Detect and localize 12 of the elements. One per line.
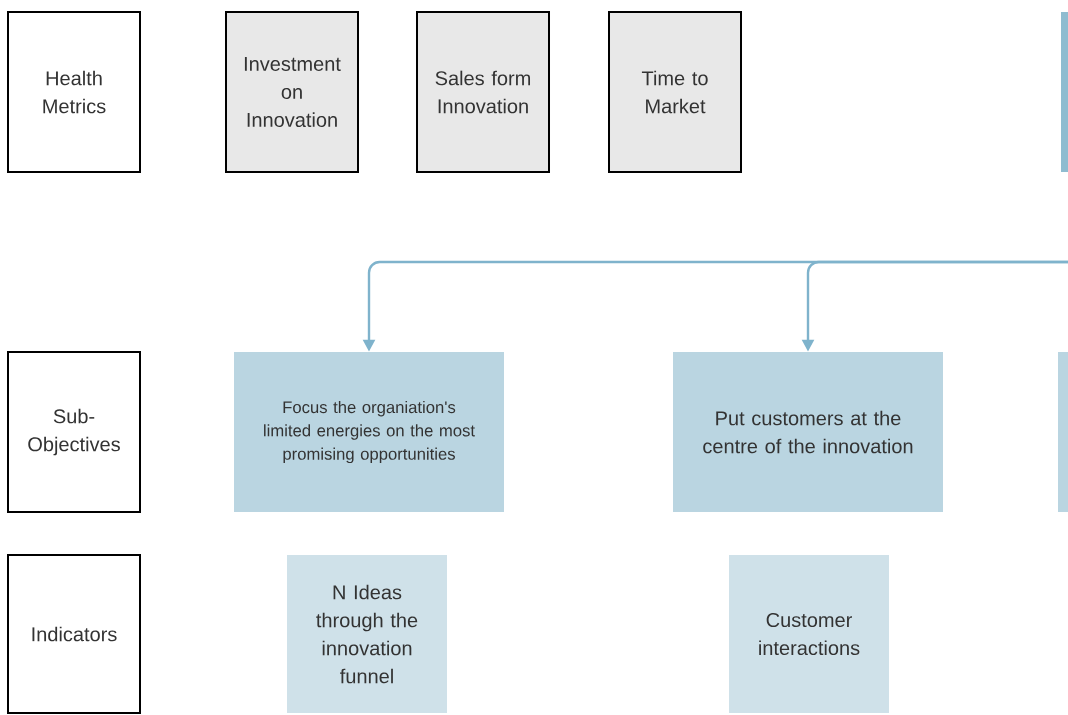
sub-objective-box: Focus the organiation's limited energies on the most promising opportunities <box>234 352 504 512</box>
sub-objective-box <box>1058 352 1068 512</box>
row-header-box: Sub-Objectives <box>7 351 141 513</box>
row-header-box: Health Metrics <box>7 11 141 173</box>
metric-box: Time to Market <box>608 11 742 173</box>
metric-box: Sales form Innovation <box>416 11 550 173</box>
indicator-box: N Ideas through the innovation funnel <box>287 555 447 713</box>
sub-objective-box: Put customers at the centre of the innovation <box>673 352 943 512</box>
row-header-box: Indicators <box>7 554 141 714</box>
indicator-box: Customer interactions <box>729 555 889 713</box>
metric-box: Investment on Innovation <box>225 11 359 173</box>
objective-box <box>1061 12 1068 172</box>
